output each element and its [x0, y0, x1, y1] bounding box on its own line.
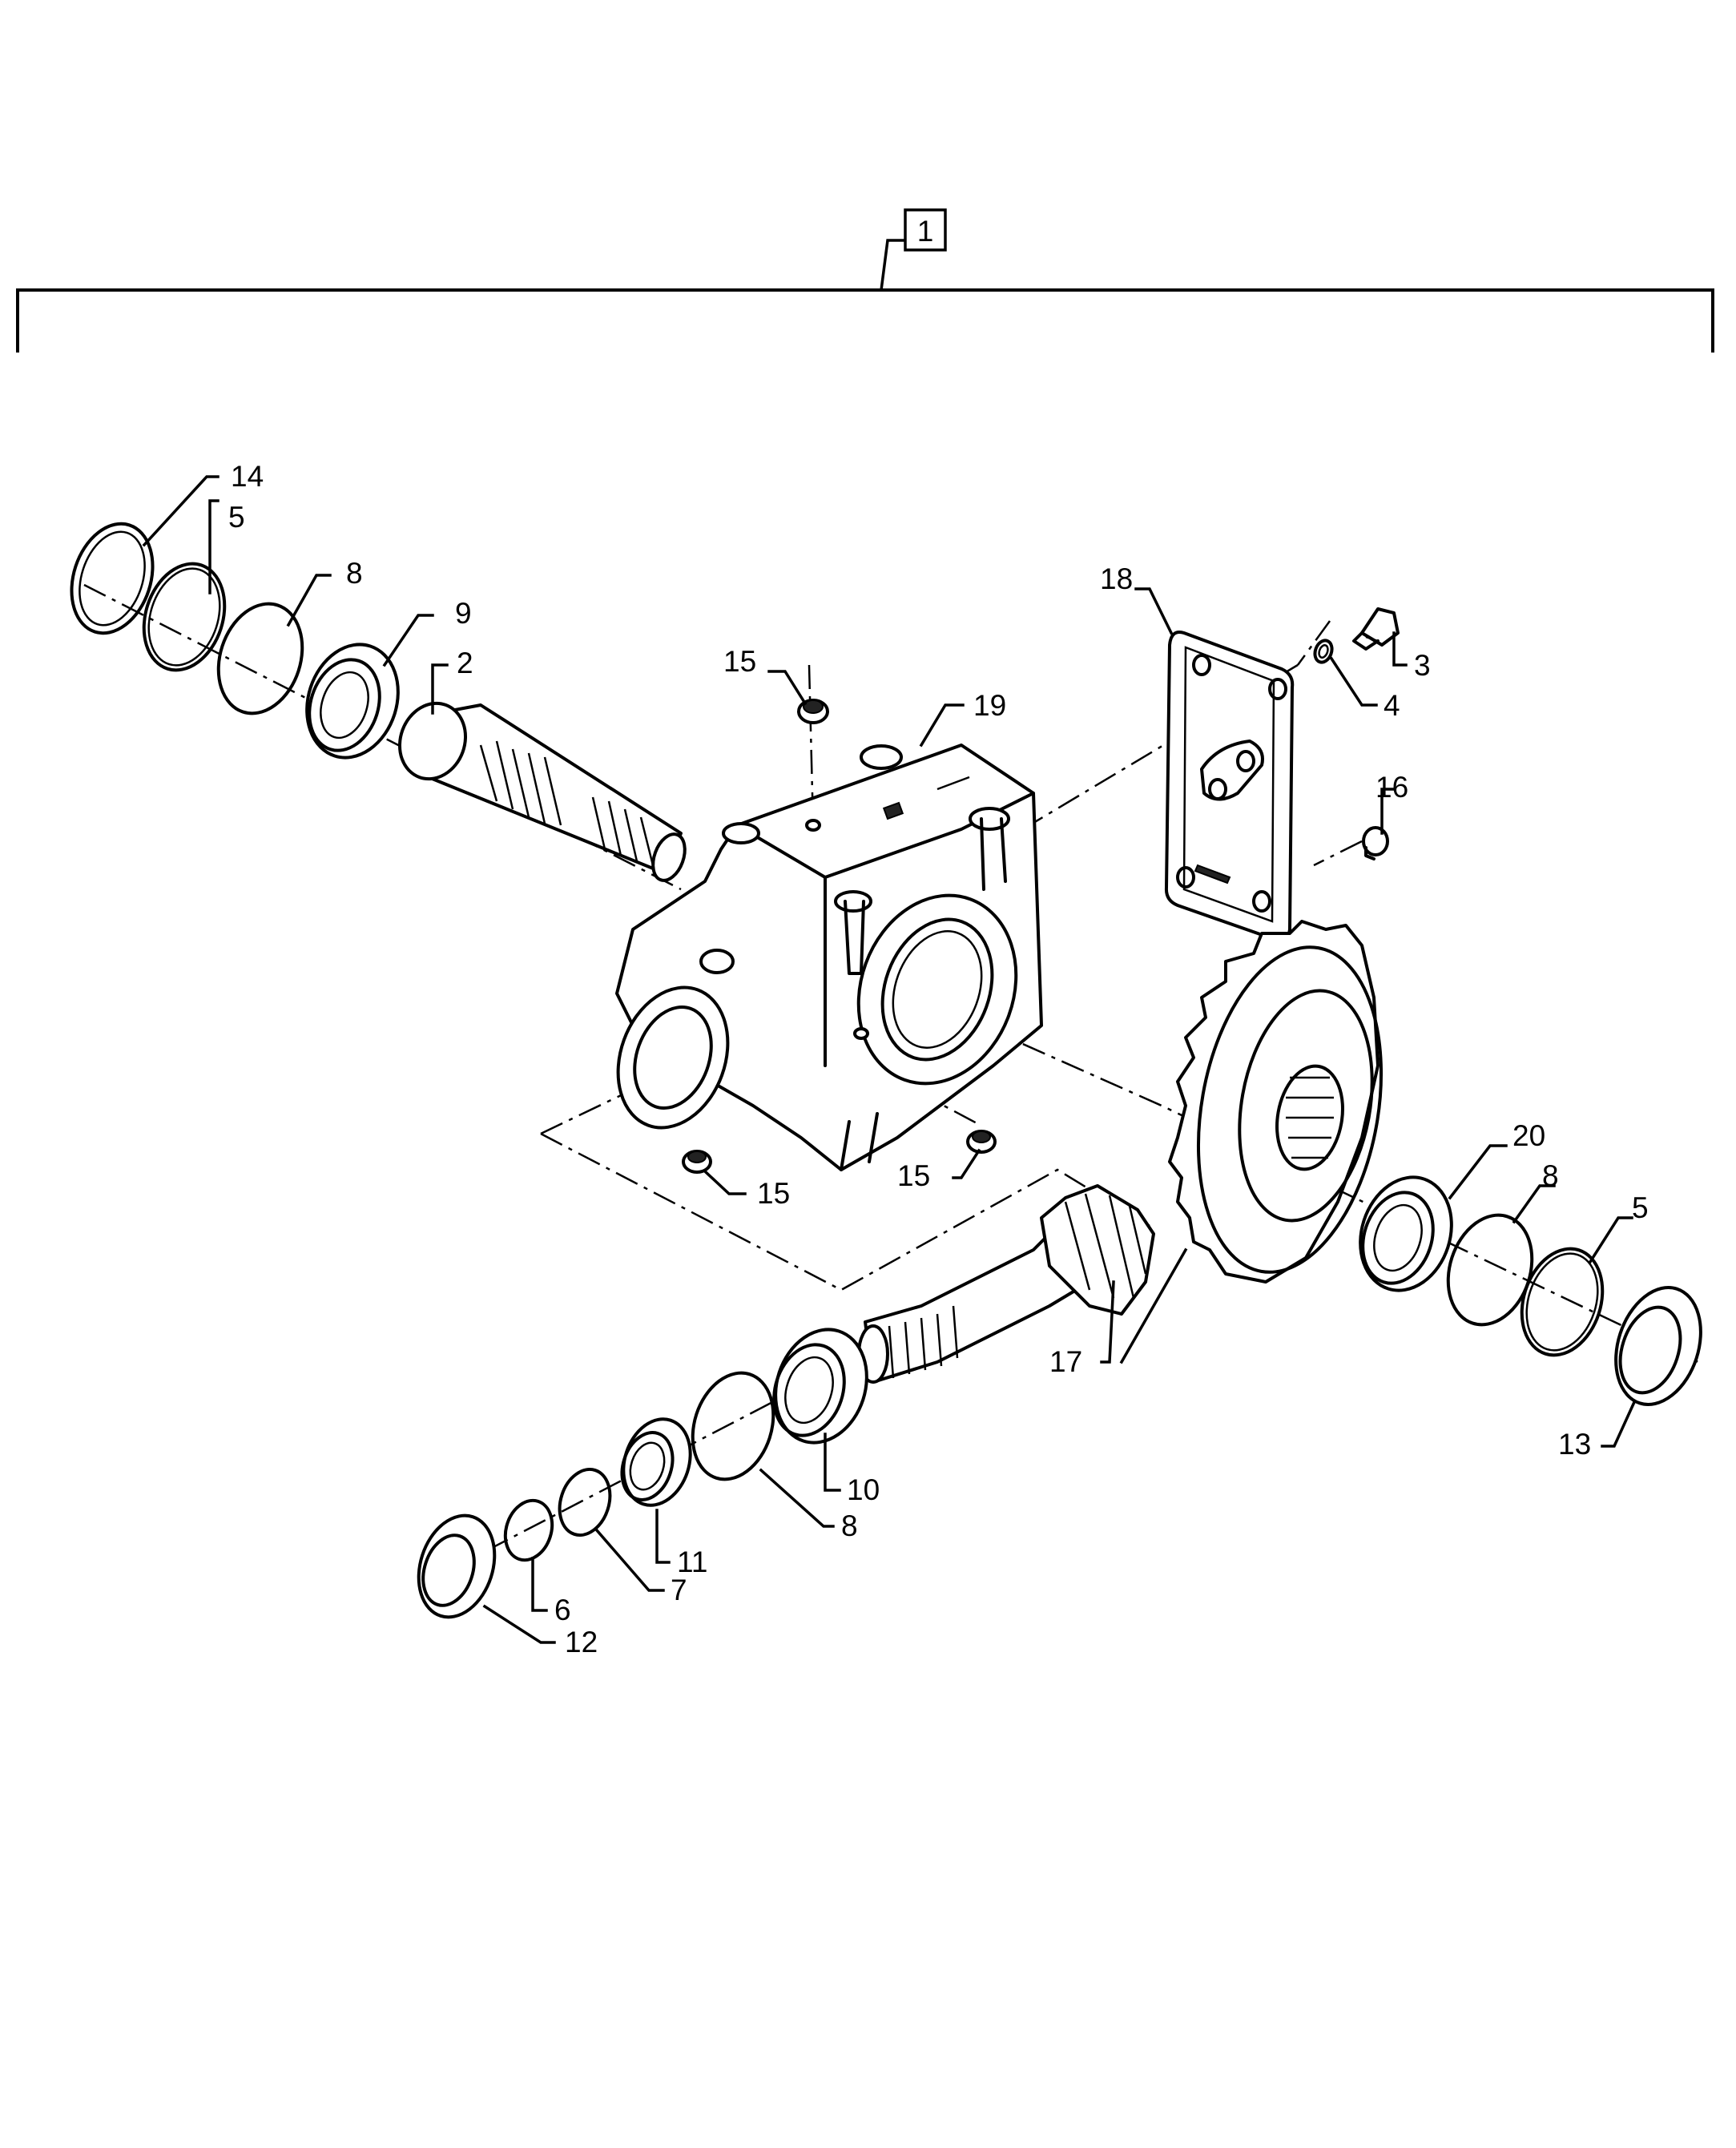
callout-labels: 14 5 8 9 2 15 19 18 3 4 16 15 15 17 20 8…	[228, 460, 1649, 1658]
callout-13: 13	[1558, 1428, 1591, 1461]
part-7-shim	[558, 1467, 612, 1537]
part-15-plug-top	[797, 699, 829, 724]
callout-5-upper: 5	[228, 501, 245, 534]
part-5-snap-ring	[142, 562, 227, 672]
callout-8-lower: 8	[841, 1509, 858, 1542]
callout-19: 19	[973, 689, 1006, 722]
part-17-pinion-shaft	[857, 1184, 1155, 1384]
part-2-input-shaft	[397, 701, 687, 882]
part-8-o-ring	[216, 602, 304, 715]
part-4-washer	[1313, 639, 1334, 664]
callout-14: 14	[231, 460, 264, 493]
callout-8-right: 8	[1542, 1159, 1559, 1192]
part-8-o-ring-lower	[691, 1371, 775, 1481]
part-19-gearbox-housing	[615, 744, 1043, 1171]
callout-9: 9	[455, 597, 472, 630]
part-6-snap-ring	[503, 1498, 554, 1562]
part-16-breather	[1362, 826, 1389, 860]
part-18-cover-plate	[1164, 631, 1295, 942]
callout-5-right: 5	[1632, 1191, 1649, 1224]
callout-7: 7	[671, 1574, 687, 1606]
callout-6: 6	[554, 1594, 571, 1626]
callout-2: 2	[457, 647, 473, 679]
callout-10: 10	[847, 1473, 880, 1506]
callout-20: 20	[1512, 1119, 1545, 1152]
callout-18: 18	[1100, 562, 1133, 595]
assembly-callout: 1	[917, 215, 934, 248]
callout-12: 12	[565, 1626, 598, 1658]
assembly-bracket: 1	[16, 208, 1714, 353]
part-3-bolt	[1352, 607, 1400, 651]
callout-3: 3	[1414, 649, 1431, 682]
callout-11: 11	[677, 1546, 707, 1578]
part-11-bearing	[620, 1417, 692, 1507]
part-12-seal	[417, 1513, 497, 1619]
part-15-plug-left	[682, 1150, 712, 1174]
callout-leaders	[142, 475, 1637, 1644]
part-13-seal	[1614, 1286, 1702, 1406]
callout-16: 16	[1376, 771, 1408, 804]
callout-4: 4	[1384, 689, 1400, 722]
callout-15-left: 15	[757, 1177, 790, 1210]
part-14-seal	[70, 522, 155, 635]
part-9-bearing	[305, 643, 400, 760]
callout-15-top: 15	[723, 645, 756, 678]
callout-8-upper: 8	[346, 557, 363, 590]
callout-15-right: 15	[897, 1159, 930, 1192]
part-17-ring-gear	[1168, 920, 1384, 1284]
part-5-snap-ring-right	[1520, 1247, 1605, 1357]
callout-17: 17	[1049, 1345, 1082, 1378]
part-20-bearing	[1359, 1175, 1453, 1292]
part-10-bearing	[772, 1328, 868, 1445]
assembly-callout-box	[904, 208, 947, 252]
part-15-plug-right	[966, 1130, 997, 1154]
